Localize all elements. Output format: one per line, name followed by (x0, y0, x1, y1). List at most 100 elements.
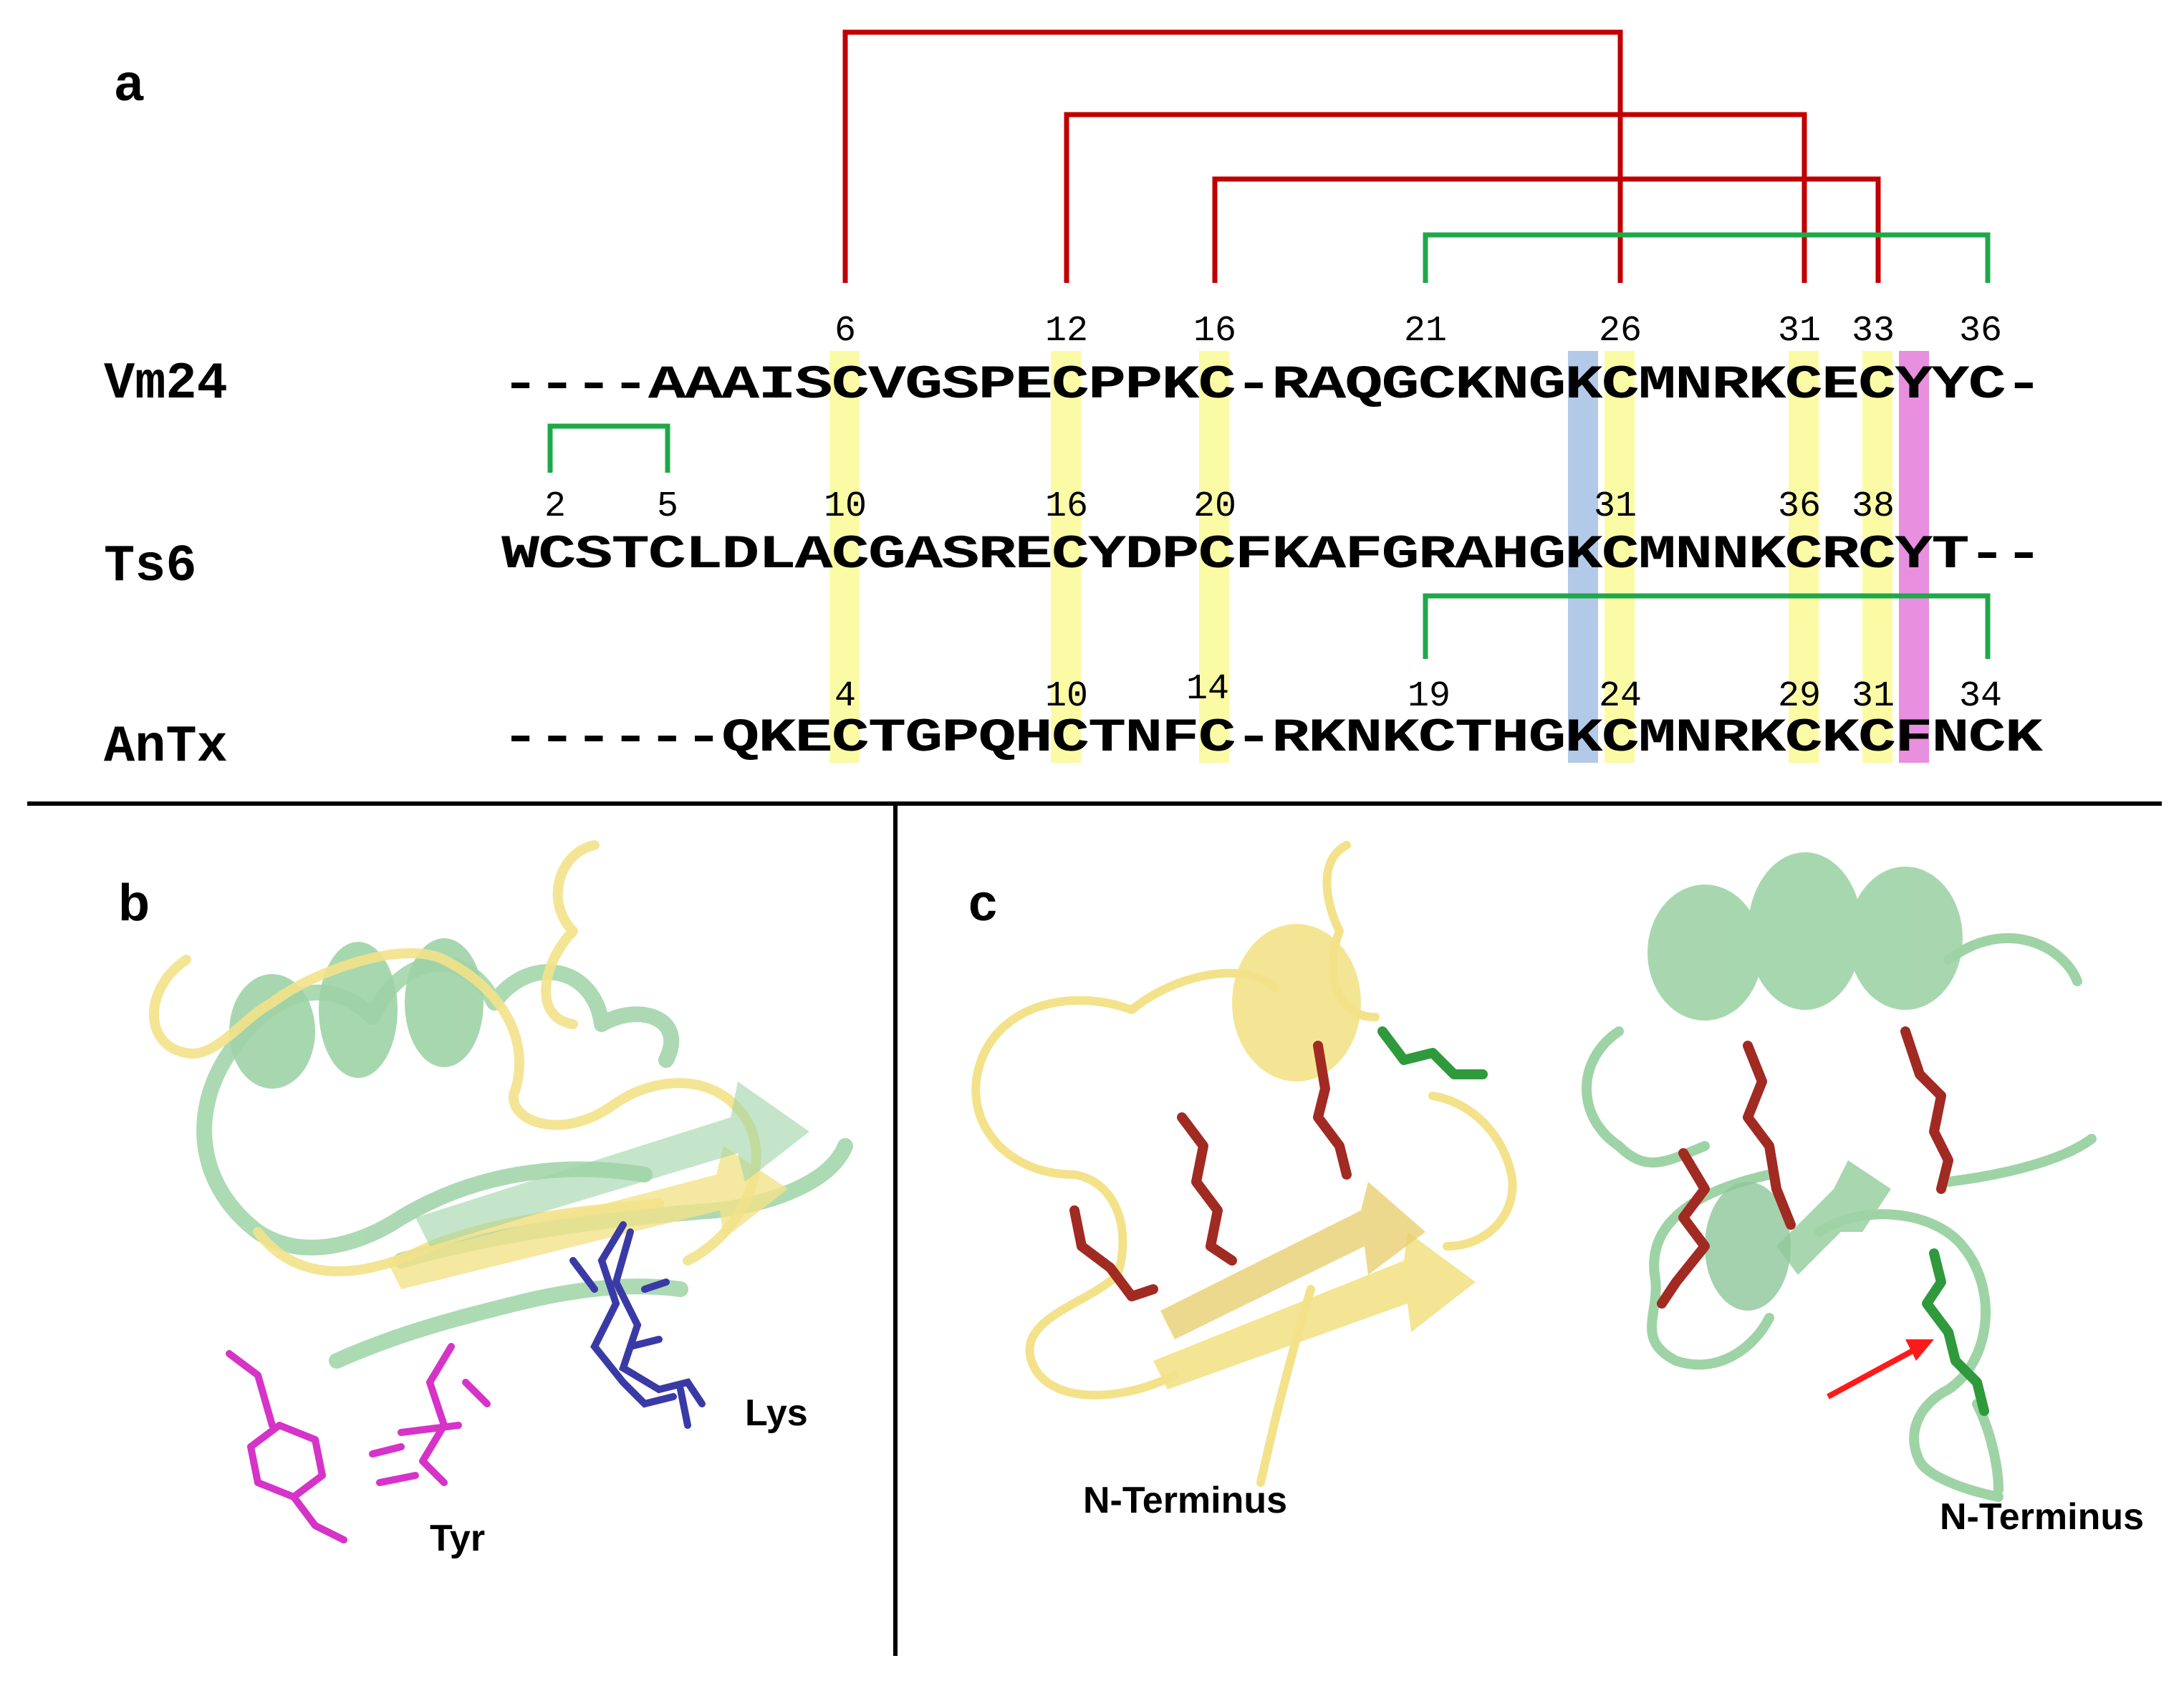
yellow-c-green-stick (1377, 1026, 1488, 1079)
vm24-num-7: 36 (1959, 311, 2002, 352)
antx-num-6: 31 (1852, 676, 1895, 717)
antx-num-0: 4 (834, 676, 856, 717)
antx-num-7: 34 (1959, 676, 2002, 717)
ts6-sequence: WCSTCLDLACGASRECYDPCFKAFGRAHGKCMNNKCRCYT… (501, 528, 2041, 582)
green-c-nterm (1972, 1399, 2003, 1495)
green-c-right-tail (1943, 1134, 2097, 1187)
green-tail-path (329, 1278, 688, 1369)
antx-name: AnTx (104, 718, 228, 776)
cys-stick-2 (1177, 1112, 1237, 1266)
helix-coil-1 (229, 974, 315, 1089)
lys-column (1568, 351, 1598, 763)
lys-chain-2 (612, 1228, 706, 1407)
vm24-numbers: 6 12 16 21 26 31 33 36 (834, 311, 2002, 352)
antx-num-3: 19 (1408, 676, 1451, 717)
cys-column-2 (1051, 351, 1081, 763)
antx-numbers: 4 10 14 19 24 29 31 34 (834, 669, 2002, 717)
tyr-hydrogens (369, 1379, 491, 1486)
yellow-top-loop (541, 840, 600, 1029)
yellow-c-beta-2 (1160, 1182, 1425, 1339)
yellow-c-helix (1232, 924, 1361, 1082)
ts6-numbers: 2 5 10 16 20 31 36 38 (544, 486, 1895, 527)
n-terminus-right-label: N-Terminus (1940, 1496, 2144, 1538)
green-c-left-arc (1582, 1026, 1710, 1167)
aromatic-column (1899, 351, 1929, 763)
cys-stick-3 (1313, 1041, 1352, 1180)
helix-c-coil-3 (1848, 867, 1963, 1010)
antx-num-1: 10 (1045, 676, 1088, 717)
ts6-num-4: 20 (1193, 486, 1236, 527)
vm24-sequence: ----AAAISCVGSPECPPKC-RAQGCKNGKCMNRKCECYY… (501, 358, 2041, 412)
panel-b-structure (149, 840, 853, 1543)
yellow-c-cys-sticks (1069, 1041, 1352, 1301)
lys-label: Lys (745, 1392, 808, 1434)
beta-strands (387, 1082, 809, 1289)
helix-c-coil-1 (1647, 885, 1762, 1021)
column-highlights (829, 351, 1929, 763)
green-cys-stick-3 (1900, 1026, 1953, 1194)
ts6-num-2: 10 (824, 486, 867, 527)
green-beta-arrow (415, 1082, 809, 1246)
yellow-beta-arrow (387, 1146, 788, 1289)
antx-num-2: 14 (1186, 669, 1229, 710)
yellow-c-left-loop (971, 968, 1279, 1279)
vm24-num-2: 16 (1193, 311, 1236, 352)
green-c-top-right (1943, 933, 2082, 986)
ts6-bridge-2-5 (547, 423, 670, 473)
ts6-num-6: 36 (1778, 486, 1821, 527)
green-loop-path (196, 1045, 653, 1256)
ts6-num-7: 38 (1852, 486, 1895, 527)
helix-coil-2 (319, 942, 398, 1078)
helix-c-coil-2 (1748, 852, 1862, 1010)
cys-column-5 (1789, 351, 1819, 763)
vm24-disulfide-bridges (842, 29, 1991, 283)
cys-column-4 (1605, 351, 1635, 763)
green-cys-stick-2 (1743, 1041, 1796, 1230)
vm24-num-1: 12 (1045, 311, 1088, 352)
lys-chain-1 (590, 1221, 677, 1408)
panel-a-label: a (115, 54, 144, 112)
arrow-head (1905, 1339, 1934, 1361)
vm24-num-3: 21 (1404, 311, 1447, 352)
tyr-sticks (226, 1343, 491, 1543)
yellow-c-ribbon (971, 841, 1517, 1487)
antx-sequence: ------QKECTGPQHCTNFC-RKNKCTHGKCMNRKCKCFN… (501, 711, 2044, 765)
lys-hydrogens (569, 1257, 691, 1429)
yellow-c-bottom-loop (1025, 1271, 1179, 1400)
green-cys-stick-1 (1657, 1148, 1710, 1309)
vm24-num-0: 6 (834, 311, 856, 352)
green-c-sheet (1705, 1182, 1791, 1311)
panel-c-yellow-structure (971, 841, 1517, 1487)
green-c-helix (1647, 852, 1963, 1021)
lys-sticks (569, 1221, 706, 1429)
yellow-upper-path (149, 948, 525, 1094)
vm24-num-4: 26 (1599, 311, 1642, 352)
arrow-shaft (1827, 1347, 1915, 1400)
green-c-beta (1776, 1160, 1891, 1275)
bridge-16-33 (1212, 176, 1881, 283)
yellow-c-right-loop (1428, 1092, 1517, 1251)
tyr-label: Tyr (430, 1518, 485, 1559)
bridge-6-26 (842, 29, 1623, 283)
ts6-num-5: 31 (1594, 486, 1637, 527)
yellow-c-beta-1 (1153, 1232, 1476, 1389)
antx-num-4: 24 (1599, 676, 1642, 717)
cys-column-3 (1199, 351, 1229, 763)
bridge-12-31 (1064, 112, 1807, 283)
panel-c-green-structure (1582, 852, 2097, 1502)
bridge-21-36 (1423, 232, 1991, 283)
ts6-num-1: 5 (657, 486, 678, 527)
vm24-num-6: 33 (1852, 311, 1895, 352)
panel-c-label: c (968, 875, 997, 932)
tyr-ring-1 (247, 1422, 326, 1500)
vm24-num-5: 31 (1778, 311, 1821, 352)
tyr-chain-1 (226, 1350, 347, 1543)
green-c-cys-sticks (1657, 1026, 1953, 1309)
ts6-name: Ts6 (104, 537, 197, 596)
cys-column-6 (1862, 351, 1892, 763)
antx-num-5: 29 (1778, 676, 1821, 717)
n-terminus-left-label: N-Terminus (1083, 1480, 1287, 1521)
panel-b-label: b (118, 875, 150, 932)
tyr-chain-2 (398, 1343, 462, 1486)
